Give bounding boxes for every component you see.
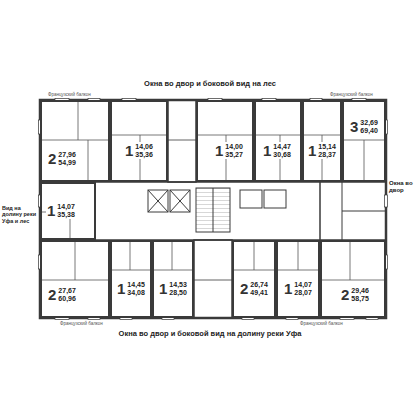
- area-value: 14,06: [135, 143, 153, 151]
- area-value: 60,96: [58, 295, 76, 303]
- area-column: 14,0635,36: [135, 143, 153, 158]
- apartment-badge: 114,4730,68: [262, 142, 292, 159]
- balcony-label: Французский балкон: [300, 321, 343, 326]
- room-count: 1: [284, 281, 292, 296]
- apartment-badge: 226,7449,41: [239, 280, 269, 297]
- apartment-box: 114,0728,07: [276, 240, 320, 318]
- area-column: 29,4658,75: [351, 287, 369, 302]
- room-count: 3: [350, 119, 358, 134]
- room-count: 1: [117, 281, 125, 296]
- area-column: 14,4534,08: [127, 281, 145, 296]
- apartment-box: 332,6969,40: [342, 100, 386, 182]
- apartment-box: 114,0635,36: [110, 100, 168, 182]
- apartment-badge: 114,0635,36: [124, 142, 154, 159]
- area-column: 27,9654,99: [58, 151, 76, 166]
- area-value: 14,45: [127, 281, 145, 289]
- area-column: 32,6969,40: [360, 119, 378, 134]
- area-value: 15,14: [318, 143, 336, 151]
- area-value: 28,37: [318, 151, 336, 159]
- view-direction-label: Окна во двор и боковой вид на долину рек…: [60, 330, 360, 339]
- area-value: 30,68: [273, 151, 291, 159]
- view-direction-label: Вид на долину реки Уфа и лес: [2, 205, 38, 224]
- apartment-box: 114,0035,27: [196, 100, 254, 182]
- area-value: 54,99: [58, 159, 76, 167]
- apartment-badge: 114,5328,50: [158, 280, 188, 297]
- area-value: 26,74: [250, 281, 268, 289]
- area-column: 14,0728,07: [294, 281, 312, 296]
- apartment-badge: 332,6969,40: [349, 118, 379, 135]
- area-value: 58,75: [351, 295, 369, 303]
- area-value: 34,08: [127, 289, 145, 297]
- room-count: 2: [48, 287, 56, 302]
- building-walls: [40, 100, 386, 318]
- apartment-box: 115,1428,37: [302, 100, 342, 182]
- balcony-label: Французский балкон: [48, 92, 91, 97]
- apartment-badge: 227,9654,99: [47, 150, 77, 167]
- area-value: 14,07: [57, 203, 75, 211]
- area-value: 14,47: [273, 143, 291, 151]
- room-count: 2: [48, 151, 56, 166]
- area-value: 28,07: [294, 289, 312, 297]
- area-column: 14,0035,27: [225, 143, 243, 158]
- area-column: 14,5328,50: [169, 281, 187, 296]
- apartment-badge: 227,6760,96: [47, 286, 77, 303]
- room-count: 1: [308, 143, 316, 158]
- area-value: 14,07: [294, 281, 312, 289]
- room-count: 2: [240, 281, 248, 296]
- area-column: 27,6760,96: [58, 287, 76, 302]
- room-count: 1: [47, 203, 55, 218]
- windows: [39, 99, 388, 320]
- apartment-badge: 115,1428,37: [307, 142, 337, 159]
- view-direction-label: Окна во двор и боковой вид на лес: [90, 80, 330, 89]
- room-count: 1: [263, 143, 271, 158]
- area-value: 69,40: [360, 127, 378, 135]
- area-value: 14,53: [169, 281, 187, 289]
- area-column: 26,7449,41: [250, 281, 268, 296]
- area-value: 35,36: [135, 151, 153, 159]
- apartment-badge: 229,4658,75: [340, 286, 370, 303]
- view-direction-label: Окна во двор: [389, 180, 419, 194]
- area-value: 32,69: [360, 119, 378, 127]
- apartment-box: 114,4730,68: [254, 100, 302, 182]
- area-column: 15,1428,37: [318, 143, 336, 158]
- apartment-box: 227,6760,96: [40, 240, 110, 318]
- area-value: 14,00: [225, 143, 243, 151]
- balcony-label: Французский балкон: [60, 321, 103, 326]
- area-column: 14,4730,68: [273, 143, 291, 158]
- area-value: 49,41: [250, 289, 268, 297]
- apartment-box: 229,4658,75: [320, 240, 386, 318]
- area-value: 27,96: [58, 151, 76, 159]
- apartment-badge: 114,4534,08: [116, 280, 146, 297]
- room-count: 1: [125, 143, 133, 158]
- apartment-badge: 114,0035,27: [214, 142, 244, 159]
- area-column: 14,0735,38: [57, 203, 75, 218]
- area-value: 27,67: [58, 287, 76, 295]
- apartment-badge: 114,0735,38: [46, 202, 76, 219]
- apartment-box: 114,4534,08: [110, 240, 152, 318]
- apartment-box: 226,7449,41: [232, 240, 276, 318]
- apartment-box: 114,5328,50: [152, 240, 194, 318]
- room-count: 1: [159, 281, 167, 296]
- area-value: 35,38: [57, 211, 75, 219]
- area-value: 35,27: [225, 151, 243, 159]
- area-value: 28,50: [169, 289, 187, 297]
- balcony-label: Французский балкон: [330, 92, 373, 97]
- apartment-badge: 114,0728,07: [283, 280, 313, 297]
- room-count: 2: [341, 287, 349, 302]
- area-value: 29,46: [351, 287, 369, 295]
- apartment-box: 114,0735,38: [40, 182, 96, 240]
- room-count: 1: [215, 143, 223, 158]
- apartment-box: 227,9654,99: [40, 100, 110, 182]
